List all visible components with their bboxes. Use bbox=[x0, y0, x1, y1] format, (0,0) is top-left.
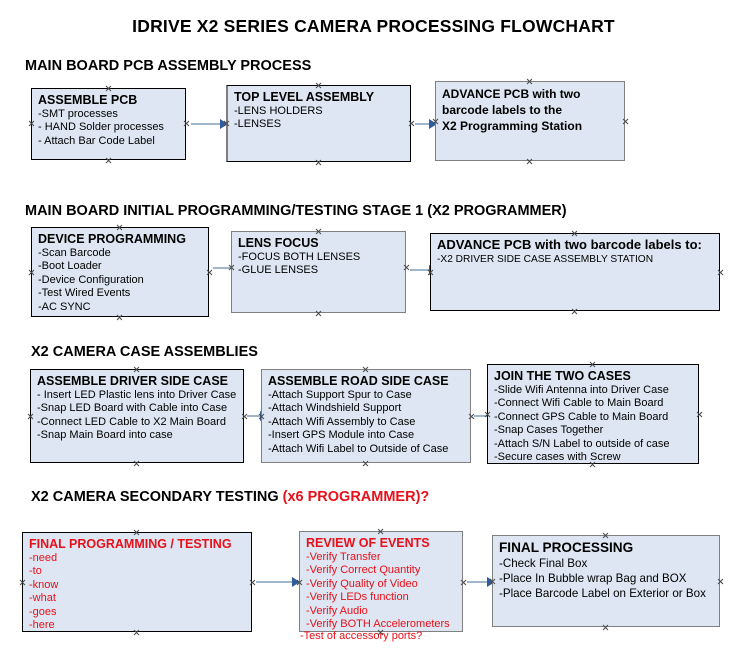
box-item: -Device Configuration bbox=[38, 273, 144, 286]
box-item: -Check Final Box bbox=[499, 557, 588, 570]
box-item: -GLUE LENSES bbox=[238, 264, 319, 277]
box-item: -Snap LED Board with Cable into Case bbox=[37, 402, 228, 415]
box-item: -to bbox=[29, 565, 42, 578]
box-item: -goes bbox=[29, 605, 57, 618]
section-heading-text: MAIN BOARD PCB ASSEMBLY PROCESS bbox=[25, 58, 312, 74]
box-line: X2 Programming Station bbox=[442, 119, 583, 133]
box-header: REVIEW OF EVENTS bbox=[306, 536, 430, 550]
box-item: -what bbox=[29, 592, 56, 605]
box-item: -Boot Loader bbox=[38, 260, 102, 273]
box-item: -SMT processes bbox=[38, 107, 118, 120]
box-item: -Connect GPS Cable to Main Board bbox=[494, 410, 669, 423]
box-header: ASSEMBLE PCB bbox=[38, 93, 138, 107]
section-heading-pcb-assembly: MAIN BOARD PCB ASSEMBLY PROCESS bbox=[25, 58, 311, 74]
box-item: -Place Barcode Label on Exterior or Box bbox=[499, 587, 706, 601]
process-box-join-the-two-cases[interactable]: JOIN THE TWO CASES -Slide Wifi Antenna i… bbox=[487, 364, 699, 464]
process-box-assemble-road-side-case[interactable]: ASSEMBLE ROAD SIDE CASE -Attach Support … bbox=[261, 369, 471, 463]
process-box-lens-focus[interactable]: LENS FOCUS -FOCUS BOTH LENSES -GLUE LENS… bbox=[231, 231, 406, 313]
box-header: TOP LEVEL ASSEMBLY bbox=[234, 90, 375, 104]
box-line: ADVANCE PCB with two bbox=[442, 87, 581, 101]
box-header: JOIN THE TWO CASES bbox=[494, 369, 631, 383]
box-item: -Attach Wifi Assembly to Case bbox=[268, 415, 416, 428]
box-item: -Verify LEDs function bbox=[306, 591, 409, 604]
box-item: -Attach Windshield Support bbox=[268, 402, 402, 415]
process-box-assemble-pcb[interactable]: ASSEMBLE PCB -SMT processes - HAND Solde… bbox=[31, 88, 186, 160]
box-item: -LENS HOLDERS bbox=[234, 104, 323, 117]
box-item: -Verify Transfer bbox=[306, 550, 381, 563]
box-item: -Secure cases with Screw bbox=[494, 451, 621, 464]
box-line: barcode labels to the bbox=[442, 103, 563, 117]
box-item: -AC SYNC bbox=[38, 300, 91, 313]
box-item: -Snap Cases Together bbox=[494, 424, 604, 437]
process-box-final-processing[interactable]: FINAL PROCESSING -Check Final Box -Place… bbox=[492, 535, 720, 627]
process-box-advance-pcb-programming-station[interactable]: ADVANCE PCB with two barcode labels to t… bbox=[435, 81, 625, 161]
box-header: ASSEMBLE ROAD SIDE CASE bbox=[268, 374, 449, 388]
box-item: -Verify Correct Quantity bbox=[306, 564, 421, 577]
box-item: -Verify BOTH Accelerometers bbox=[306, 618, 450, 631]
process-box-advance-pcb-driver-side[interactable]: ADVANCE PCB with two barcode labels to: … bbox=[430, 233, 720, 311]
connector-arrow bbox=[191, 119, 228, 129]
box-header: LENS FOCUS bbox=[238, 236, 319, 250]
box-item: - HAND Solder processes bbox=[38, 121, 164, 134]
box-item: -Attach Support Spur to Case bbox=[268, 388, 412, 401]
box-item: - Attach Bar Code Label bbox=[38, 134, 155, 147]
box-item: -know bbox=[29, 578, 59, 591]
box-item: -here bbox=[29, 619, 55, 632]
box-item: -Connect Wifi Cable to Main Board bbox=[494, 397, 664, 410]
box-header: ASSEMBLE DRIVER SIDE CASE bbox=[37, 374, 229, 388]
box-item: -Scan Barcode bbox=[38, 246, 111, 259]
box-item: -Slide Wifi Antenna into Driver Case bbox=[494, 383, 669, 396]
process-box-review-of-events[interactable]: REVIEW OF EVENTS -Verify Transfer -Verif… bbox=[299, 531, 463, 632]
box-header: FINAL PROCESSING bbox=[499, 540, 634, 555]
process-box-device-programming[interactable]: DEVICE PROGRAMMING -Scan Barcode -Boot L… bbox=[31, 227, 209, 317]
section-heading-case-assemblies: X2 CAMERA CASE ASSEMBLIES bbox=[31, 344, 258, 360]
box-item: -Attach Wifi Label to Outside of Case bbox=[268, 442, 449, 455]
box-item: -need bbox=[29, 551, 58, 564]
box-item: -Insert GPS Module into Case bbox=[268, 429, 415, 442]
section-heading-text: X2 CAMERA SECONDARY TESTING bbox=[31, 489, 283, 505]
box-header: FINAL PROGRAMMING / TESTING bbox=[29, 537, 232, 551]
box-item: -X2 DRIVER SIDE CASE ASSEMBLY STATION bbox=[437, 253, 654, 265]
process-box-assemble-driver-side-case[interactable]: ASSEMBLE DRIVER SIDE CASE - Insert LED P… bbox=[30, 369, 244, 463]
section-heading-initial-programming: MAIN BOARD INITIAL PROGRAMMING/TESTING S… bbox=[25, 203, 567, 219]
box-item: -Test Wired Events bbox=[38, 287, 131, 300]
box-item: -Verify Quality of Video bbox=[306, 577, 418, 590]
page-title: IDRIVE X2 SERIES CAMERA PROCESSING FLOWC… bbox=[132, 16, 615, 36]
box-item: - Insert LED Plastic lens into Driver Ca… bbox=[37, 388, 237, 401]
process-box-final-programming-testing[interactable]: FINAL PROGRAMMING / TESTING -need -to -k… bbox=[22, 532, 252, 632]
process-box-top-level-assembly[interactable]: TOP LEVEL ASSEMBLY -LENS HOLDERS -LENSES bbox=[226, 85, 411, 162]
connector-arrow bbox=[415, 119, 437, 129]
section-heading-accent: (x6 PROGRAMMER)? bbox=[282, 489, 430, 505]
box-item: -Snap Main Board into case bbox=[37, 429, 173, 442]
section-heading-secondary-testing: X2 CAMERA SECONDARY TESTING (x6 PROGRAMM… bbox=[31, 489, 429, 505]
section-heading-text: MAIN BOARD INITIAL PROGRAMMING/TESTING S… bbox=[25, 203, 567, 219]
box-item: -Verify Audio bbox=[306, 604, 368, 617]
section-heading-text: X2 CAMERA CASE ASSEMBLIES bbox=[31, 344, 258, 360]
box-item: -FOCUS BOTH LENSES bbox=[238, 250, 361, 263]
box-item: -Place In Bubble wrap Bag and BOX bbox=[499, 572, 687, 586]
connector-arrow bbox=[256, 577, 300, 587]
box-item: -LENSES bbox=[234, 118, 282, 131]
box-header: DEVICE PROGRAMMING bbox=[38, 232, 186, 246]
box-item: -Connect LED Cable to X2 Main Board bbox=[37, 415, 226, 428]
connector-arrow bbox=[467, 577, 495, 587]
box-overflow-item: -Test of accessory ports? bbox=[300, 630, 423, 642]
box-header: ADVANCE PCB with two barcode labels to: bbox=[437, 237, 702, 252]
box-item: -Attach S/N Label to outside of case bbox=[494, 437, 670, 450]
